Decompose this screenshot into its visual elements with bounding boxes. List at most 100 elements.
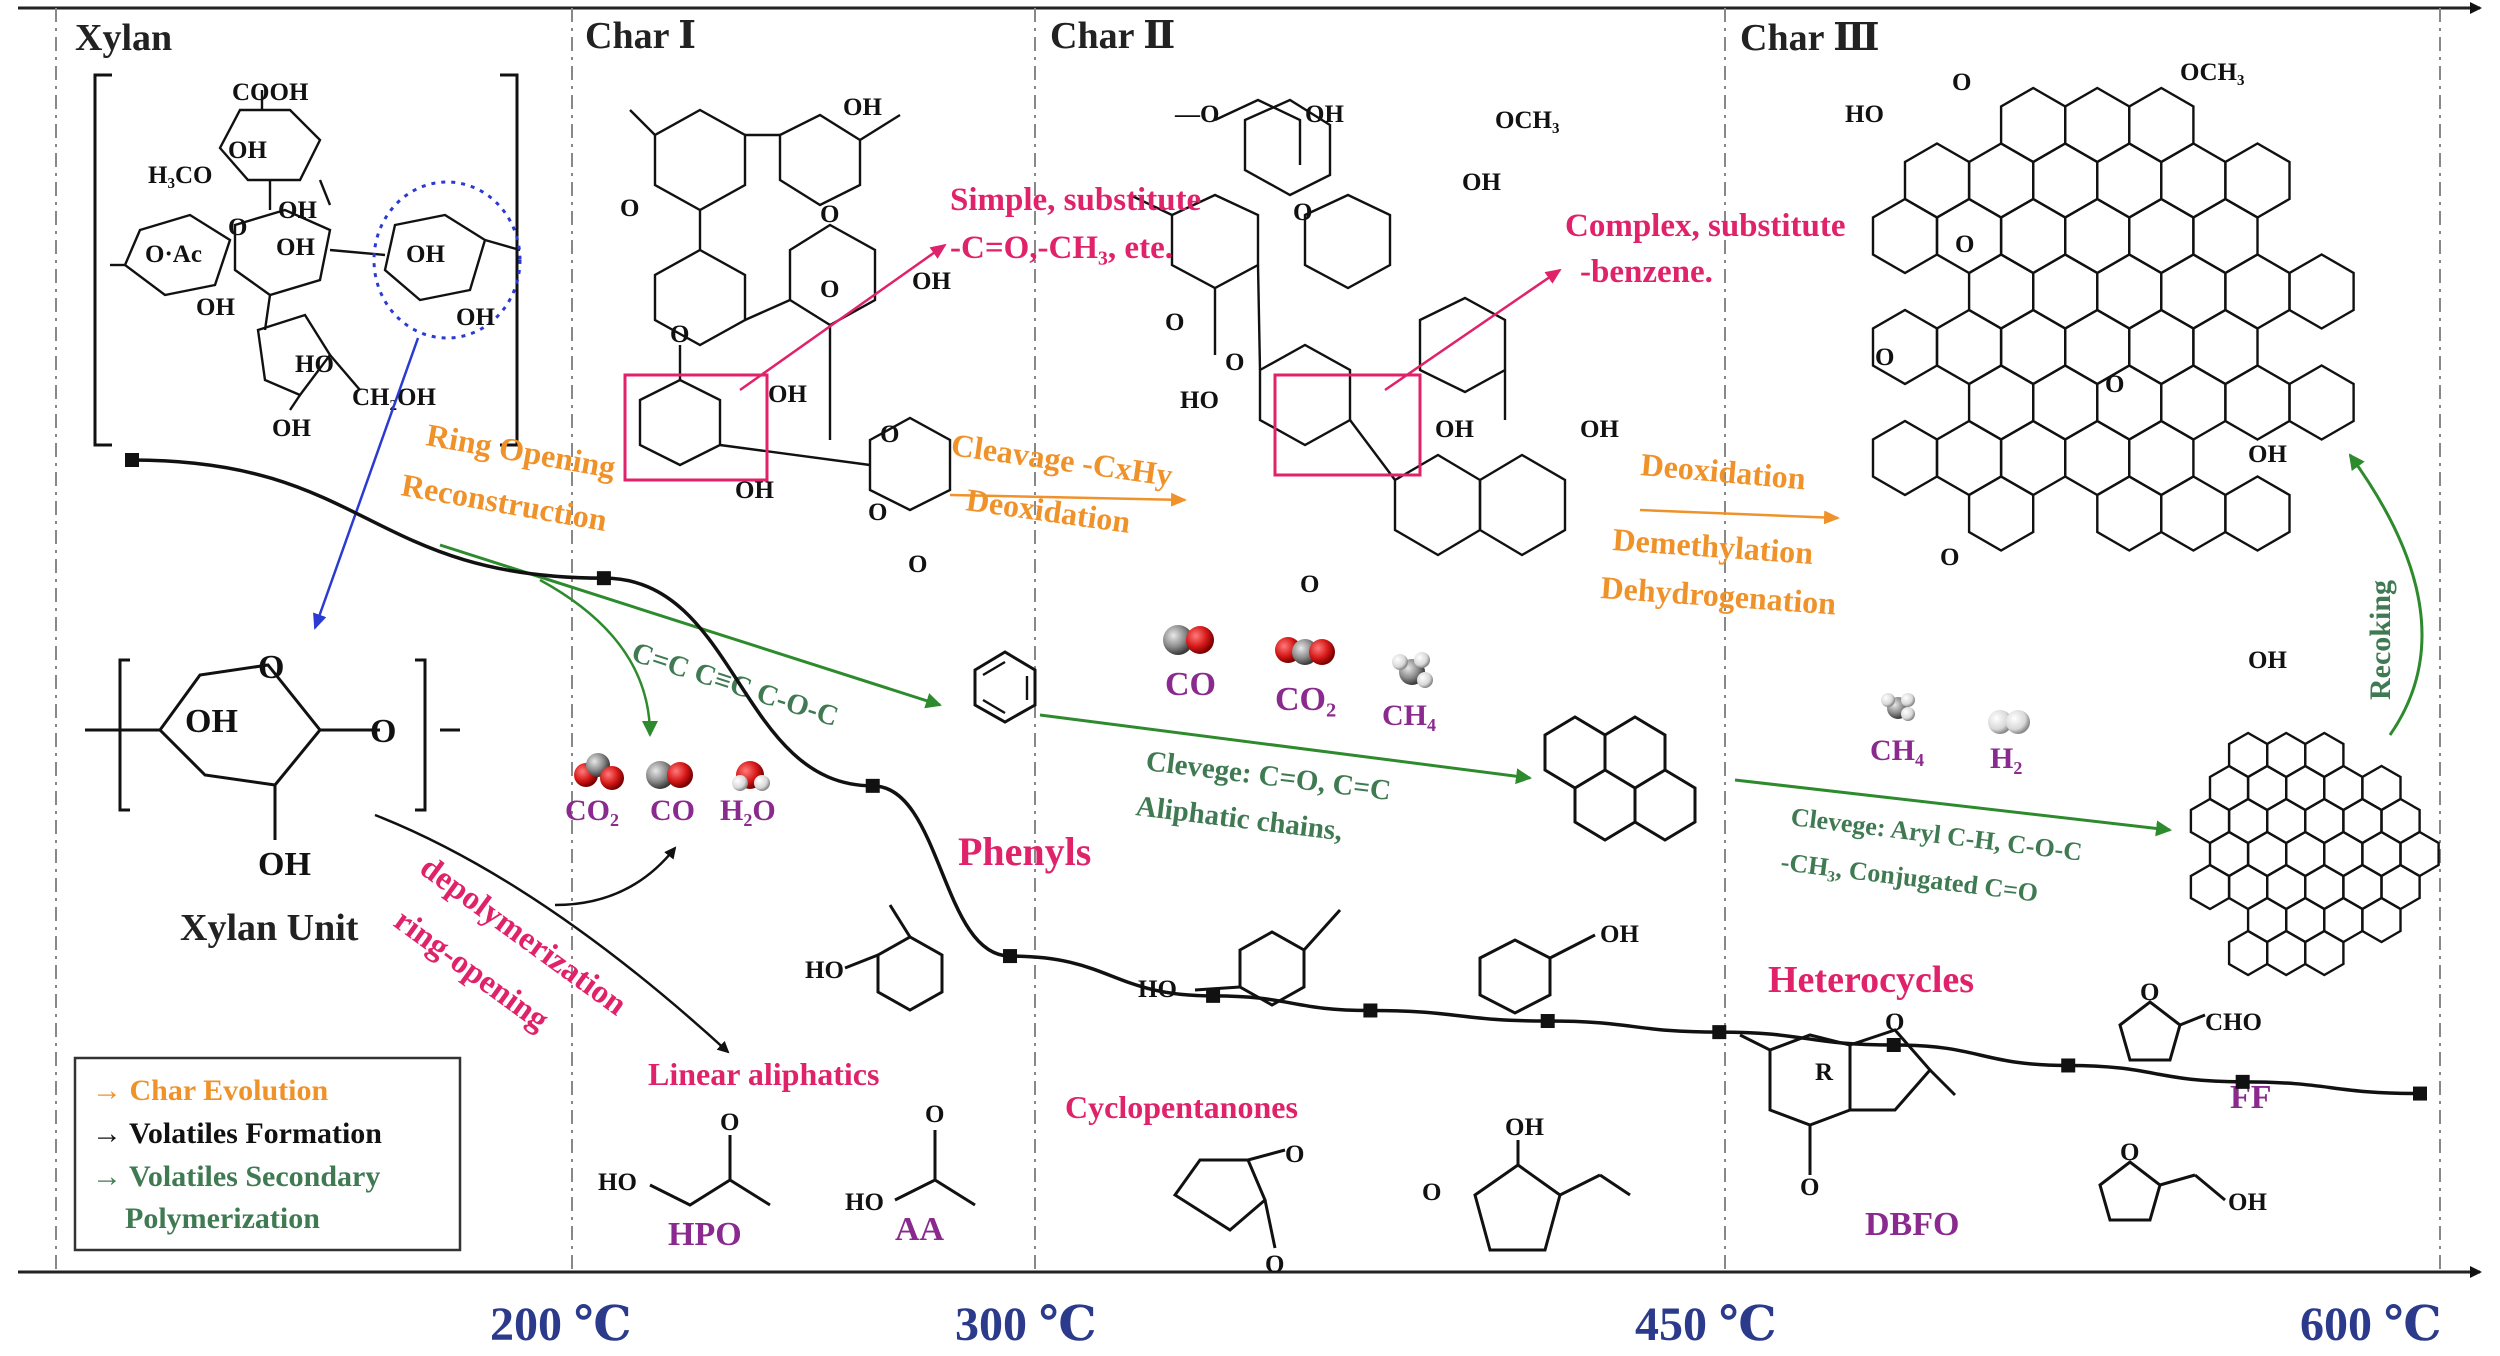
mass-loss-point: [2061, 1058, 2076, 1073]
mass-loss-point: [1206, 988, 1221, 1003]
co-molecule-b: [1163, 625, 1214, 655]
char1-o: O: [908, 551, 927, 578]
char3-o: O: [1940, 544, 1959, 571]
category-linear-aliphatics: Linear aliphatics: [648, 1056, 879, 1092]
recoking-arrow: [2348, 453, 2424, 736]
co2-molecule-b: [1275, 637, 1335, 665]
label-acetyl: O·Ac: [145, 241, 202, 268]
h2-molecule: [1988, 710, 2030, 734]
char2-oh: OH: [1580, 416, 1619, 443]
volatiles-arrow-products: [374, 813, 730, 1054]
dbfo-r: R: [1815, 1059, 1834, 1086]
mass-loss-point: [2235, 1074, 2250, 1089]
char3-ring: [1999, 86, 2067, 164]
label-h3co: H₃CO: [148, 162, 212, 189]
gas-ch4-a: CH₄: [1382, 699, 1436, 732]
char2-o: O: [1300, 571, 1319, 598]
char1-o: O: [670, 321, 689, 348]
clevege-char2-chains: Aliphatic chains,: [1134, 790, 1344, 847]
category-cyclopentanones: Cyclopentanones: [1065, 1089, 1298, 1125]
benzene-molecule: [973, 650, 1037, 724]
graphene-ring: [2227, 929, 2269, 977]
graphene-ring: [2361, 896, 2402, 944]
volatiles-arrow-gases: [554, 846, 677, 907]
dbfo-ketone-o: O: [1800, 1174, 1819, 1201]
char2-o: O: [1293, 199, 1312, 226]
char2-oh: OH: [1305, 101, 1344, 128]
stage-char-2: Char Ⅱ: [1050, 15, 1175, 57]
char2-och3: OCH₃: [1495, 107, 1559, 134]
furfuryl-alcohol-o: O: [2120, 1139, 2139, 1166]
char3-ring: [2128, 197, 2195, 275]
label-ho: HO: [295, 351, 334, 378]
char3-ho: HO: [1845, 101, 1884, 128]
char2-methoxy: —O: [1174, 101, 1219, 128]
mass-loss-point: [1540, 1014, 1555, 1029]
char3-och3: OCH₃: [2180, 59, 2244, 86]
char3-ring: [2160, 253, 2227, 330]
product-aa: AA: [895, 1211, 945, 1248]
char3-ring: [2128, 419, 2195, 497]
label-oh: OH: [272, 415, 311, 442]
char3-ring: [2160, 142, 2227, 219]
char1-o: O: [880, 421, 899, 448]
complex-substitute-groups: -benzene.: [1580, 254, 1713, 290]
legend-polymerization: Polymerization: [125, 1202, 320, 1235]
co-molecule-a: [646, 761, 693, 789]
cyclopentenone-o: O: [1422, 1179, 1441, 1206]
char3-ring: [1999, 308, 2067, 386]
temp-label-600: 600 ℃: [2300, 1298, 2442, 1351]
char1-oh: OH: [912, 268, 951, 295]
label-o: O: [228, 214, 247, 241]
legend-char-evolution: → Char Evolution: [92, 1074, 328, 1107]
char3-ring: [1871, 197, 1939, 275]
char-3-structure: [1871, 86, 2355, 552]
gas-h2o: H₂O: [720, 794, 776, 827]
char2-o: O: [1165, 309, 1184, 336]
char3-ring: [2064, 86, 2131, 164]
pyrene-molecule: [1543, 715, 1697, 842]
graphene-ring: [2266, 929, 2307, 977]
mass-loss-point: [2413, 1086, 2427, 1101]
aa-ho: HO: [845, 1189, 884, 1216]
char-2-structure: [1129, 98, 1567, 557]
char3-o: O: [2105, 371, 2124, 398]
char3-ring: [2160, 475, 2227, 552]
char1-highlight-box: [623, 373, 769, 482]
char1-o: O: [868, 499, 887, 526]
char3-ring: [1999, 197, 2067, 275]
process-dehydrogenation: Dehydrogenation: [1600, 569, 1838, 621]
phenol-oh: OH: [1600, 921, 1639, 948]
secondary-bond-types: C=C C≡C C-O-C: [628, 636, 842, 733]
char3-ring: [2224, 142, 2291, 219]
process-deoxidation-char2: Deoxidation: [964, 481, 1133, 540]
char3-ring: [1935, 308, 2003, 386]
cyclopentenone-molecule: [1473, 1140, 1631, 1252]
char3-ring: [2096, 142, 2163, 219]
graphene-sheet: [2189, 731, 2440, 977]
char3-ring: [1935, 419, 2003, 497]
stage-char-3: Char Ⅲ: [1740, 17, 1880, 59]
complex-substitute-arrow: [1384, 268, 1562, 392]
char3-ring: [1967, 364, 2035, 441]
process-recoking: Recoking: [2364, 580, 2397, 700]
xylan-unit-label: Xylan Unit: [180, 907, 359, 949]
char3-ring: [2096, 253, 2163, 330]
unit-oh-top: OH: [185, 703, 238, 740]
mass-loss-line: [131, 458, 2421, 1096]
dbfo-o: O: [1885, 1009, 1904, 1036]
category-heterocycles: Heterocycles: [1768, 959, 1974, 1001]
char1-o: O: [620, 195, 639, 222]
char1-o: O: [820, 201, 839, 228]
furfural-cho: CHO: [2205, 1009, 2262, 1036]
label-oh: OH: [456, 304, 495, 331]
frame: [18, 2, 2482, 1278]
label-oh: OH: [278, 197, 317, 224]
simple-substitute-text: Simple, substitute: [950, 182, 1201, 218]
char3-ring: [2224, 253, 2291, 330]
char1-o: O: [820, 276, 839, 303]
category-phenyls: Phenyls: [958, 829, 1091, 874]
char3-ring: [2288, 253, 2355, 330]
xylan-unit-structure: [85, 658, 460, 840]
stage-char-1: Char Ⅰ: [585, 15, 696, 57]
